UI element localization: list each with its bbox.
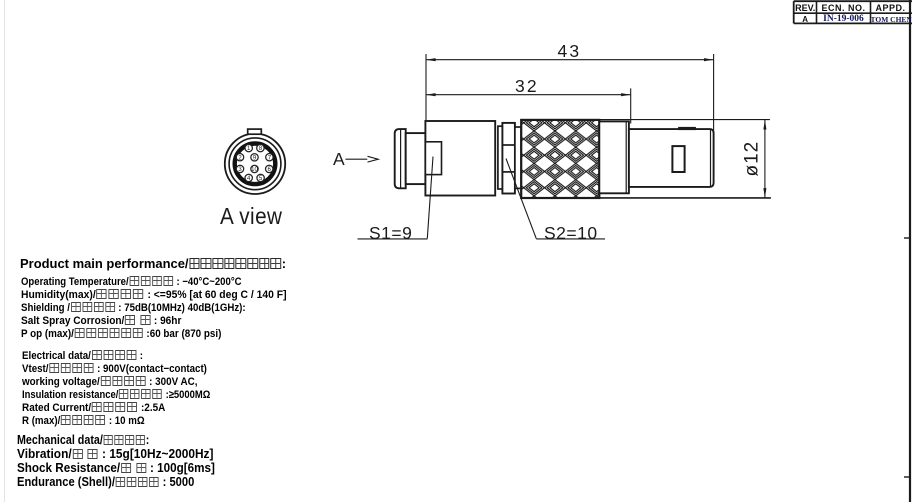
svg-text:10: 10 [251,167,258,173]
svg-text:3: 3 [238,167,242,173]
svg-text:8: 8 [259,146,263,152]
svg-text:7: 7 [268,155,272,161]
svg-text:4: 4 [247,176,251,182]
svg-text:5: 5 [259,176,263,182]
svg-text:6: 6 [268,167,272,173]
svg-text:9: 9 [253,155,257,161]
svg-text:2: 2 [238,155,242,161]
svg-text:1: 1 [247,146,251,152]
